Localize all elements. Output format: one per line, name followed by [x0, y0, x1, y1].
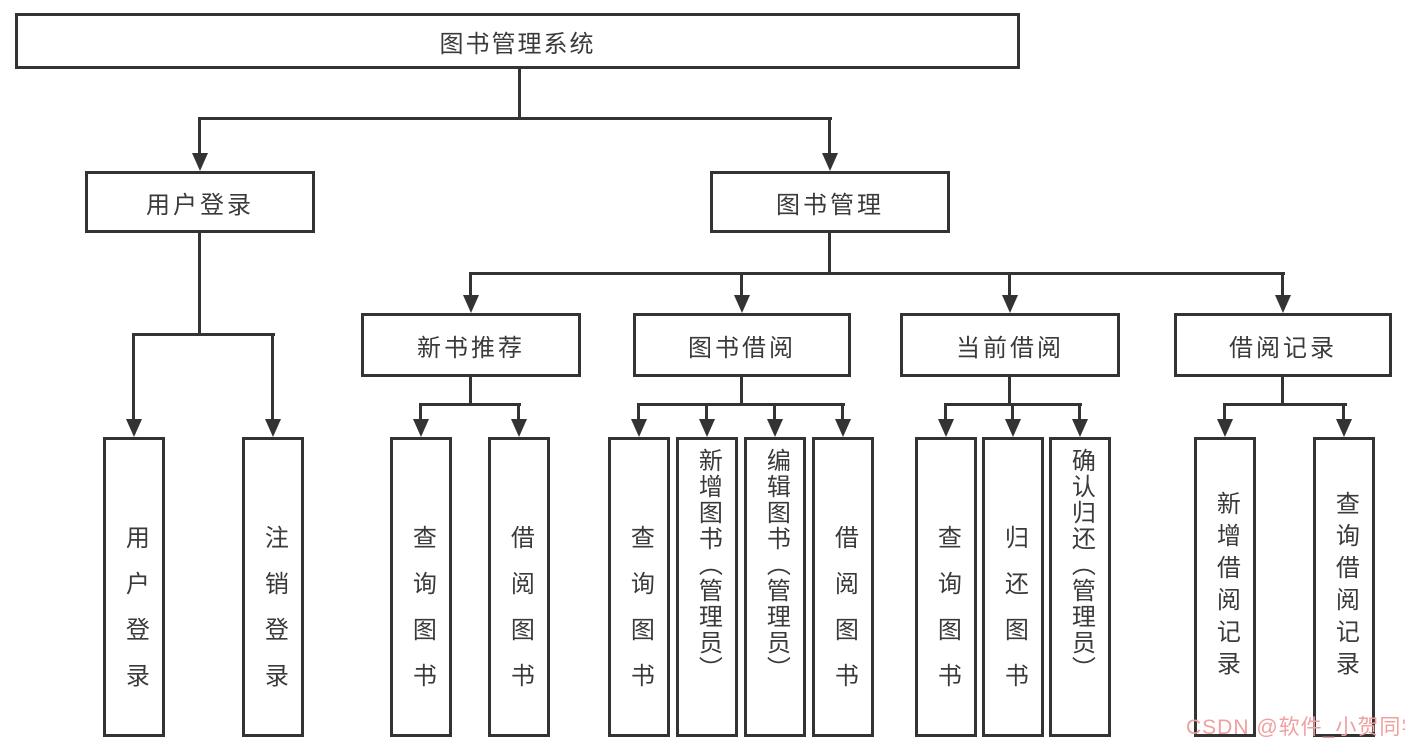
arrow-down-icon	[767, 419, 783, 437]
leaf-borrow-books: 借阅图书	[812, 437, 874, 737]
arrow-down-icon	[1275, 295, 1291, 313]
leaf-confirm-return-admin: 确认归还（管理员）	[1049, 437, 1111, 737]
node-label: 借阅记录	[1229, 334, 1337, 362]
node-label: 用户登录	[146, 191, 254, 219]
connector-line	[1008, 272, 1011, 297]
connector-line	[1342, 403, 1345, 421]
node-label: 图书管理	[776, 191, 884, 219]
arrow-down-icon	[822, 153, 838, 171]
connector-line	[469, 272, 1285, 275]
connector-line	[1223, 403, 1347, 406]
connector-line	[132, 333, 135, 421]
leaf-label: 查询图书	[626, 525, 654, 709]
arrow-down-icon	[631, 419, 647, 437]
leaf-label: 新增借阅记录	[1212, 491, 1240, 683]
connector-line	[198, 117, 832, 120]
csdn-watermark: CSDN @软件_小贺同学	[1186, 716, 1405, 739]
arrow-down-icon	[835, 419, 851, 437]
arrow-down-icon	[463, 295, 479, 313]
connector-line	[841, 403, 844, 421]
connector-line	[740, 377, 743, 405]
arrow-down-icon	[1005, 419, 1021, 437]
leaf-label: 编辑图书（管理员）	[762, 448, 790, 682]
leaf-label: 确认归还（管理员）	[1067, 448, 1095, 682]
arrow-down-icon	[1217, 419, 1233, 437]
leaf-label: 查询图书	[933, 525, 961, 709]
node-new-book-recommend: 新书推荐	[361, 313, 581, 377]
node-user-login: 用户登录	[85, 171, 315, 233]
connector-line	[469, 377, 472, 405]
connector-line	[198, 117, 201, 155]
connector-line	[705, 403, 708, 421]
leaf-logout: 注销登录	[242, 437, 304, 737]
connector-line	[740, 272, 743, 297]
leaf-edit-books-admin: 编辑图书（管理员）	[744, 437, 806, 737]
connector-line	[198, 233, 201, 333]
connector-line	[637, 403, 845, 406]
leaf-query-borrow-record: 查询借阅记录	[1313, 437, 1375, 737]
leaf-add-books-admin: 新增图书（管理员）	[676, 437, 738, 737]
leaf-label: 新增图书（管理员）	[694, 448, 722, 682]
node-library-management-system: 图书管理系统	[15, 13, 1020, 69]
leaf-query-books-recommend: 查询图书	[390, 437, 452, 737]
connector-line	[132, 333, 275, 336]
leaf-label: 用户登录	[121, 525, 149, 709]
leaf-label: 归还图书	[1000, 525, 1028, 709]
leaf-add-borrow-record: 新增借阅记录	[1194, 437, 1256, 737]
arrow-down-icon	[1336, 419, 1352, 437]
arrow-down-icon	[734, 295, 750, 313]
arrow-down-icon	[265, 419, 281, 437]
node-book-borrowing: 图书借阅	[633, 313, 851, 377]
leaf-query-books-borrowing: 查询图书	[608, 437, 670, 737]
connector-line	[828, 117, 831, 155]
connector-line	[944, 403, 947, 421]
arrow-down-icon	[1002, 295, 1018, 313]
arrow-down-icon	[413, 419, 429, 437]
arrow-down-icon	[192, 153, 208, 171]
connector-line	[469, 272, 472, 297]
connector-line	[419, 403, 521, 406]
connector-line	[1281, 377, 1284, 405]
arrow-down-icon	[699, 419, 715, 437]
node-borrowing-records: 借阅记录	[1174, 313, 1392, 377]
arrow-down-icon	[938, 419, 954, 437]
leaf-return-books: 归还图书	[982, 437, 1044, 737]
node-current-borrowing: 当前借阅	[900, 313, 1120, 377]
connector-line	[419, 403, 422, 421]
connector-line	[517, 403, 520, 421]
leaf-borrow-books-recommend: 借阅图书	[488, 437, 550, 737]
leaf-label: 查询图书	[408, 525, 436, 709]
connector-line	[1281, 272, 1284, 297]
connector-line	[637, 403, 640, 421]
node-book-management: 图书管理	[710, 171, 950, 233]
leaf-query-books-current: 查询图书	[915, 437, 977, 737]
leaf-label: 借阅图书	[830, 525, 858, 709]
connector-line	[1223, 403, 1226, 421]
node-label: 新书推荐	[417, 334, 525, 362]
connector-line	[773, 403, 776, 421]
connector-line	[1011, 403, 1014, 421]
connector-line	[828, 233, 831, 274]
leaf-user-login: 用户登录	[103, 437, 165, 737]
leaf-label: 注销登录	[260, 525, 288, 709]
node-label: 图书借阅	[688, 334, 796, 362]
connector-line	[271, 333, 274, 421]
arrow-down-icon	[126, 419, 142, 437]
node-label: 图书管理系统	[439, 30, 596, 58]
connector-line	[518, 69, 521, 118]
arrow-down-icon	[1072, 419, 1088, 437]
node-label: 当前借阅	[956, 334, 1064, 362]
connector-line	[1078, 403, 1081, 421]
connector-line	[1008, 377, 1011, 405]
arrow-down-icon	[511, 419, 527, 437]
leaf-label: 借阅图书	[506, 525, 534, 709]
leaf-label: 查询借阅记录	[1331, 491, 1359, 683]
